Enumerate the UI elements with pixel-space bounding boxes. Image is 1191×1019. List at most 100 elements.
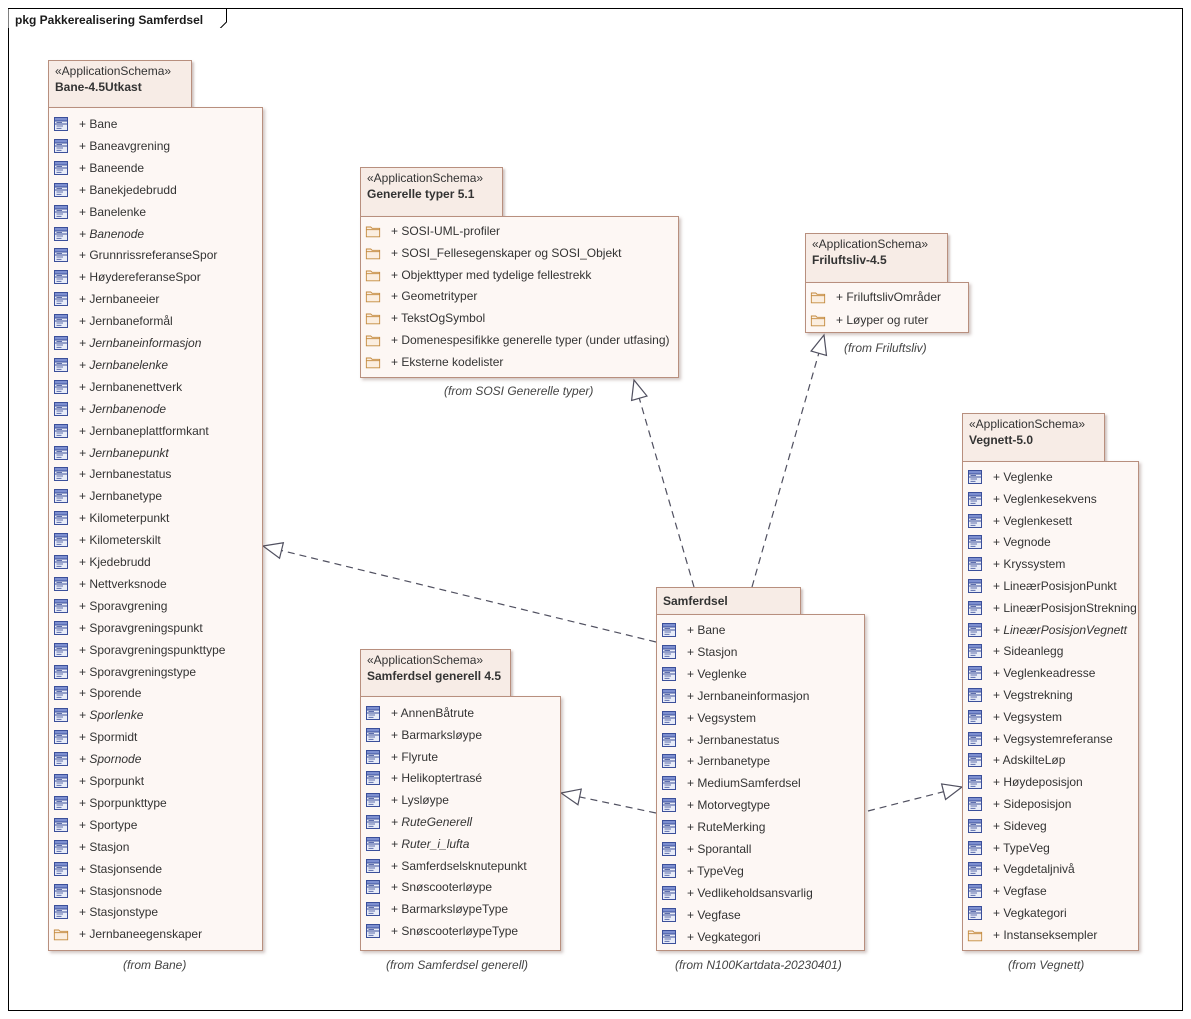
package-member[interactable]: + Sporavgreningspunkt — [53, 619, 203, 637]
package-member[interactable]: + Veglenkesekvens — [967, 490, 1097, 508]
package-bane[interactable]: + Bane + Baneavgrening + Baneende + Banekje… — [48, 107, 263, 951]
package-member[interactable]: + GrunnrissreferanseSpor — [53, 246, 217, 264]
package-generelle-typer[interactable]: + SOSI-UML-profiler + SOSI_Fellesegenskap… — [360, 216, 679, 378]
package-member[interactable]: + Vegfase — [967, 882, 1047, 900]
package-member[interactable]: + Jernbanenode — [53, 400, 166, 418]
package-member[interactable]: + Domenespesifikke generelle typer (unde… — [365, 331, 669, 349]
package-member[interactable]: + RuteMerking — [661, 818, 765, 836]
package-member[interactable]: + Sporpunkt — [53, 772, 144, 790]
package-member[interactable]: + SOSI_Fellesegenskaper og SOSI_Objekt — [365, 244, 621, 262]
package-member[interactable]: + BarmarksløypeType — [365, 900, 508, 918]
package-member[interactable]: + Sporlenke — [53, 706, 143, 724]
package-member[interactable]: + Vegfase — [661, 906, 741, 924]
package-member[interactable]: + Baneavgrening — [53, 137, 170, 155]
package-member[interactable]: + Spormidt — [53, 728, 137, 746]
package-tab-bane[interactable]: «ApplicationSchema» Bane-4.5Utkast — [48, 60, 192, 108]
package-member[interactable]: + Barmarksløype — [365, 726, 482, 744]
package-member[interactable]: + Motorvegtype — [661, 796, 770, 814]
package-member[interactable]: + Sporpunkttype — [53, 794, 167, 812]
package-member[interactable]: + Jernbanelenke — [53, 356, 168, 374]
package-member[interactable]: + FriluftslivOmråder — [810, 288, 941, 306]
package-tab-generelle[interactable]: «ApplicationSchema» Generelle typer 5.1 — [360, 167, 503, 217]
package-member[interactable]: + Kjedebrudd — [53, 553, 151, 571]
package-member[interactable]: + Veglenke — [661, 665, 747, 683]
package-member[interactable]: + Baneende — [53, 159, 144, 177]
package-member[interactable]: + Sideposisjon — [967, 795, 1071, 813]
package-member[interactable]: + Vegdetaljnivå — [967, 860, 1075, 878]
package-tab-samferdsel-generell[interactable]: «ApplicationSchema» Samferdsel generell … — [360, 649, 511, 697]
package-member[interactable]: + SOSI-UML-profiler — [365, 222, 500, 240]
package-member[interactable]: + Objekttyper med tydelige fellestrekk — [365, 266, 591, 284]
package-member[interactable]: + Jernbanenettverk — [53, 378, 182, 396]
package-member[interactable]: + TypeVeg — [661, 862, 744, 880]
package-member[interactable]: + Sideveg — [967, 817, 1047, 835]
package-member[interactable]: + Banekjedebrudd — [53, 181, 177, 199]
package-member[interactable]: + Vegsystem — [967, 708, 1062, 726]
package-member[interactable]: + Vegkategori — [661, 928, 761, 946]
package-member[interactable]: + MediumSamferdsel — [661, 774, 801, 792]
package-member[interactable]: + Veglenke — [967, 468, 1053, 486]
package-member[interactable]: + Jernbanetype — [53, 487, 162, 505]
package-member[interactable]: + Vegsystem — [661, 709, 756, 727]
package-member[interactable]: + Geometrityper — [365, 287, 477, 305]
package-tab-friluftsliv[interactable]: «ApplicationSchema» Friluftsliv-4.5 — [805, 233, 948, 283]
package-member[interactable]: + HøydereferanseSpor — [53, 268, 201, 286]
package-member[interactable]: + Jernbaneeier — [53, 290, 159, 308]
package-member[interactable]: + LineærPosisjonPunkt — [967, 577, 1117, 595]
package-friluftsliv[interactable]: + FriluftslivOmråder + Løyper og ruter — [805, 282, 969, 333]
package-member[interactable]: + TekstOgSymbol — [365, 309, 485, 327]
package-member[interactable]: + Stasjonsnode — [53, 882, 162, 900]
package-member[interactable]: + Banelenke — [53, 203, 146, 221]
package-samferdsel-generell[interactable]: + AnnenBåtrute + Barmarksløype + Flyrute + … — [360, 696, 561, 951]
package-member[interactable]: + LineærPosisjonVegnett — [967, 621, 1127, 639]
package-member[interactable]: + Jernbaneplattformkant — [53, 422, 209, 440]
package-member[interactable]: + Jernbaneinformasjon — [53, 334, 201, 352]
package-vegnett[interactable]: + Veglenke + Veglenkesekvens + Veglenkeset… — [962, 461, 1139, 951]
package-member[interactable]: + Løyper og ruter — [810, 311, 928, 329]
package-member[interactable]: + Ruter_i_lufta — [365, 835, 469, 853]
package-member[interactable]: + Sportype — [53, 816, 137, 834]
package-member[interactable]: + LineærPosisjonStrekning — [967, 599, 1137, 617]
package-member[interactable]: + Kryssystem — [967, 555, 1065, 573]
package-member[interactable]: + RuteGenerell — [365, 813, 472, 831]
package-member[interactable]: + Høydeposisjon — [967, 773, 1083, 791]
package-member[interactable]: + Jernbanestatus — [53, 465, 171, 483]
package-member[interactable]: + Sporende — [53, 684, 141, 702]
package-member[interactable]: + Sporavgrening — [53, 597, 167, 615]
package-member[interactable]: + Bane — [53, 115, 117, 133]
package-tab-vegnett[interactable]: «ApplicationSchema» Vegnett-5.0 — [962, 413, 1105, 462]
package-member[interactable]: + Vegsystemreferanse — [967, 730, 1113, 748]
package-member[interactable]: + TypeVeg — [967, 839, 1050, 857]
package-member[interactable]: + Spornode — [53, 750, 141, 768]
package-member[interactable]: + Jernbaneformål — [53, 312, 173, 330]
package-member[interactable]: + AdskilteLøp — [967, 751, 1065, 769]
package-member[interactable]: + Snøscooterløype — [365, 878, 492, 896]
package-member[interactable]: + Sporavgreningspunkttype — [53, 641, 225, 659]
package-member[interactable]: + Vegkategori — [967, 904, 1067, 922]
package-member[interactable]: + Samferdselsknutepunkt — [365, 857, 527, 875]
package-member[interactable]: + Jernbanepunkt — [53, 444, 169, 462]
package-member[interactable]: + Sporantall — [661, 840, 751, 858]
package-member[interactable]: + Veglenkesett — [967, 512, 1072, 530]
package-member[interactable]: + Kilometerpunkt — [53, 509, 169, 527]
package-member[interactable]: + Jernbanetype — [661, 752, 770, 770]
package-member[interactable]: + Jernbanestatus — [661, 731, 779, 749]
package-member[interactable]: + Eksterne kodelister — [365, 353, 503, 371]
package-member[interactable]: + Sideanlegg — [967, 642, 1063, 660]
package-member[interactable]: + Helikoptertrasé — [365, 769, 482, 787]
package-member[interactable]: + AnnenBåtrute — [365, 704, 474, 722]
package-member[interactable]: + Bane — [661, 621, 725, 639]
package-member[interactable]: + Stasjonstype — [53, 903, 158, 921]
package-member[interactable]: + Vegstrekning — [967, 686, 1073, 704]
package-member[interactable]: + Stasjonsende — [53, 860, 162, 878]
package-member[interactable]: + Stasjon — [53, 838, 129, 856]
package-member[interactable]: + Jernbaneinformasjon — [661, 687, 809, 705]
package-member[interactable]: + Flyrute — [365, 748, 438, 766]
package-member[interactable]: + Instanseksempler — [967, 926, 1097, 944]
package-member[interactable]: + SnøscooterløypeType — [365, 922, 518, 940]
package-samferdsel[interactable]: + Bane+ Stasjon+ Veglenke+ Jernbaneinfor… — [656, 614, 865, 951]
package-member[interactable]: + Lysløype — [365, 791, 449, 809]
package-member[interactable]: + Vegnode — [967, 533, 1051, 551]
package-tab-samferdsel[interactable]: Samferdsel — [656, 587, 801, 615]
package-member[interactable]: + Veglenkeadresse — [967, 664, 1095, 682]
